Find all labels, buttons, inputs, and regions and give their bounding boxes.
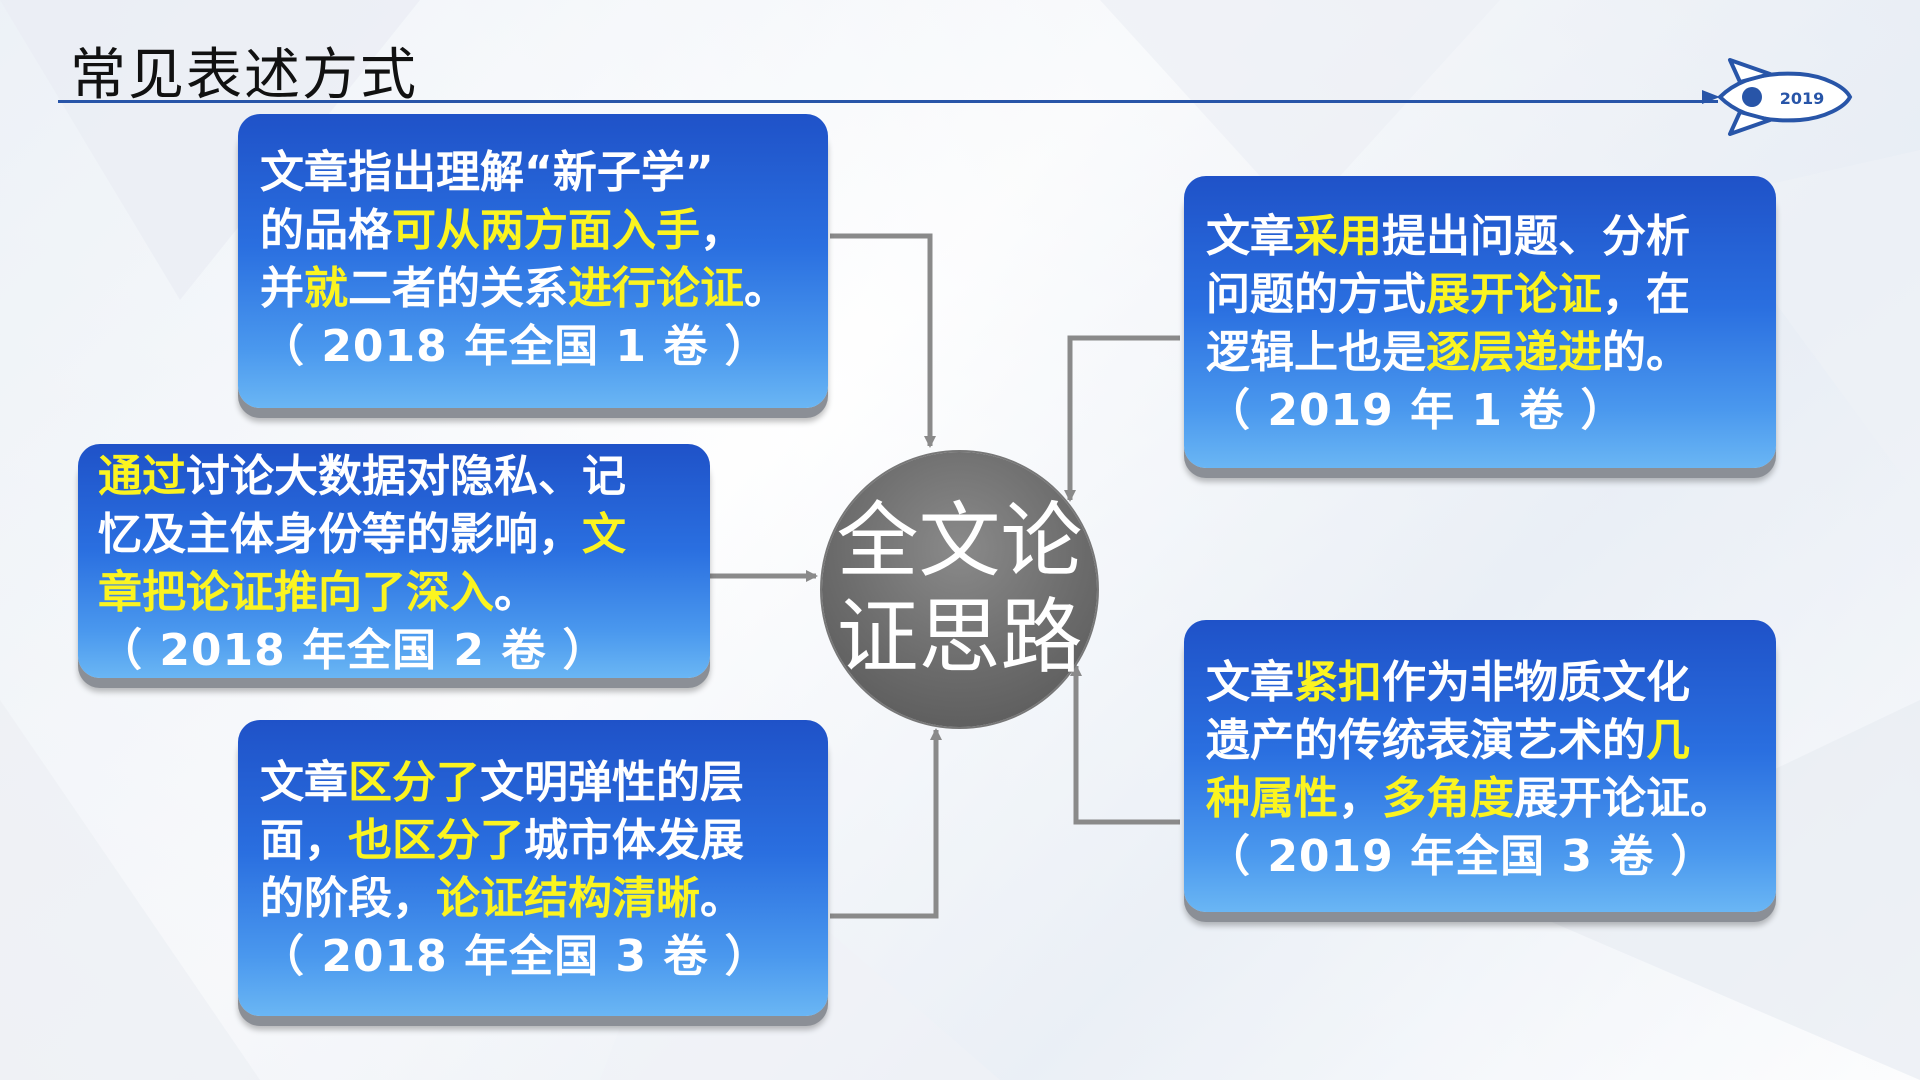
card-text: 城市体发展	[524, 815, 744, 866]
card-line: 文章指出理解“新子学”	[260, 144, 804, 202]
card-line: 并就二者的关系进行论证。	[260, 260, 804, 318]
header-divider	[58, 100, 1718, 103]
card-line: 种属性，多角度展开论证。	[1206, 770, 1766, 828]
card-line: 逻辑上也是逐层递进的。	[1206, 324, 1756, 382]
center-topic-circle: 全文论证思路	[822, 452, 1097, 727]
card-text: 讨论大数据对隐私、记	[186, 451, 626, 502]
highlight-text: 文	[582, 509, 626, 560]
card-text: 的。	[1602, 327, 1690, 378]
card-line: 面，也区分了城市体发展	[260, 812, 808, 870]
card-line: 的品格可从两方面入手，	[260, 202, 804, 260]
card-text: 文章指出理解“新子学”	[260, 147, 714, 198]
card-line: 通过讨论大数据对隐私、记	[98, 448, 690, 506]
card-text: 提出问题、分析	[1382, 211, 1690, 262]
card-text: 。	[700, 873, 744, 924]
connector-top-right	[1064, 335, 1180, 502]
card-line: 的阶段，论证结构清晰。	[260, 870, 808, 928]
highlight-text: 逐层递进	[1426, 327, 1602, 378]
card-text: 。	[744, 263, 788, 314]
card-line: （ 2018 年全国 3 卷 ）	[260, 928, 808, 986]
connector-top-left	[830, 233, 936, 448]
card-line: 文章区分了文明弹性的层	[260, 754, 808, 812]
connector-bottom-left	[830, 728, 942, 919]
highlight-text: 展开论证	[1426, 269, 1602, 320]
highlight-text: 也区分了	[348, 815, 524, 866]
highlight-text: 几	[1646, 715, 1690, 766]
card-text: 作为非物质文化	[1382, 657, 1690, 708]
card-2018-2: 通过讨论大数据对隐私、记忆及主体身份等的影响，文章把论证推向了深入。（ 2018…	[78, 444, 710, 678]
card-line: 忆及主体身份等的影响，文	[98, 506, 690, 564]
card-text: 文明弹性的层	[480, 757, 744, 808]
card-text: （ 2018 年全国 2 卷 ）	[98, 625, 608, 676]
card-line: （ 2019 年 1 卷 ）	[1206, 382, 1756, 440]
highlight-text: 进行论证	[568, 263, 744, 314]
highlight-text: 紧扣	[1294, 657, 1382, 708]
card-text: （ 2019 年全国 3 卷 ）	[1206, 831, 1716, 882]
card-line: （ 2018 年全国 1 卷 ）	[260, 318, 804, 376]
highlight-text: 种属性	[1206, 773, 1338, 824]
highlight-text: 章把论证推向了深入	[98, 567, 494, 618]
highlight-text: 区分了	[348, 757, 480, 808]
card-text: ，	[700, 205, 744, 256]
card-line: （ 2018 年全国 2 卷 ）	[98, 622, 690, 680]
center-topic-label: 全文论证思路	[836, 493, 1083, 685]
connector-bottom-right	[1070, 664, 1180, 825]
card-line: 文章采用提出问题、分析	[1206, 208, 1756, 266]
highlight-text: 可从两方面入手	[392, 205, 700, 256]
card-text: （ 2018 年全国 3 卷 ）	[260, 931, 770, 982]
card-text: 逻辑上也是	[1206, 327, 1426, 378]
card-text: 。	[494, 567, 538, 618]
card-text: 问题的方式	[1206, 269, 1426, 320]
highlight-text: 采用	[1294, 211, 1382, 262]
card-text: 的阶段，	[260, 873, 436, 924]
rocket-icon: 2019	[1702, 58, 1853, 136]
card-text: ，	[1338, 773, 1382, 824]
page-title: 常见表述方式	[70, 43, 418, 108]
card-text: 文章	[1206, 657, 1294, 708]
card-text: 忆及主体身份等的影响，	[98, 509, 582, 560]
card-text: 二者的关系	[348, 263, 568, 314]
highlight-text: 论证结构清晰	[436, 873, 700, 924]
highlight-text: 通过	[98, 451, 186, 502]
card-line: （ 2019 年全国 3 卷 ）	[1206, 828, 1766, 886]
rocket-label: 2019	[1780, 89, 1825, 108]
card-text: 面，	[260, 815, 348, 866]
card-text: （ 2018 年全国 1 卷 ）	[260, 321, 770, 372]
card-text: 的品格	[260, 205, 392, 256]
highlight-text: 多角度	[1382, 773, 1514, 824]
card-text: （ 2019 年 1 卷 ）	[1206, 385, 1626, 436]
card-2019-3: 文章紧扣作为非物质文化遗产的传统表演艺术的几种属性，多角度展开论证。（ 2019…	[1184, 620, 1776, 912]
card-text: 遗产的传统表演艺术的	[1206, 715, 1646, 766]
card-text: 并	[260, 263, 304, 314]
card-line: 问题的方式展开论证，在	[1206, 266, 1756, 324]
card-line: 文章紧扣作为非物质文化	[1206, 654, 1766, 712]
card-text: 文章	[1206, 211, 1294, 262]
highlight-text: 就	[304, 263, 348, 314]
card-2019-1: 文章采用提出问题、分析问题的方式展开论证，在逻辑上也是逐层递进的。（ 2019 …	[1184, 176, 1776, 468]
card-text: 文章	[260, 757, 348, 808]
card-text: ，在	[1602, 269, 1690, 320]
card-line: 遗产的传统表演艺术的几	[1206, 712, 1766, 770]
card-2018-1: 文章指出理解“新子学”的品格可从两方面入手，并就二者的关系进行论证。（ 2018…	[238, 114, 828, 408]
card-line: 章把论证推向了深入。	[98, 564, 690, 622]
card-2018-3: 文章区分了文明弹性的层面，也区分了城市体发展的阶段，论证结构清晰。（ 2018 …	[238, 720, 828, 1016]
card-text: 展开论证。	[1514, 773, 1734, 824]
